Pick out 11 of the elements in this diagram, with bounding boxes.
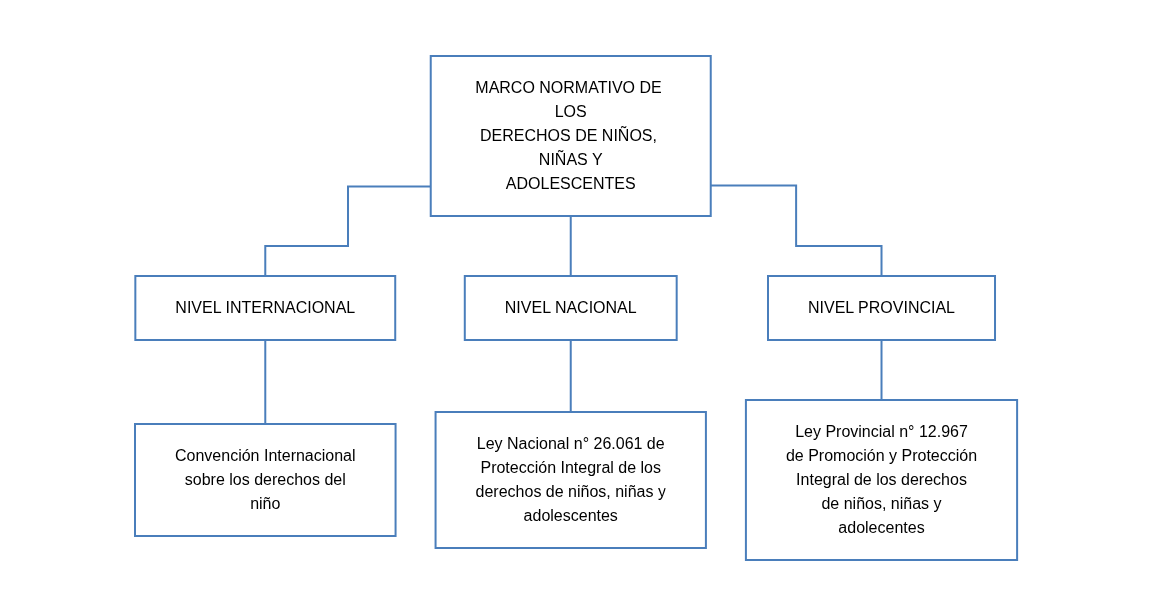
connector — [570, 339, 573, 413]
node-box: Convención Internacional sobre los derechos del niño — [134, 423, 397, 537]
connector — [570, 215, 573, 277]
node-box: NIVEL INTERNACIONAL — [134, 275, 397, 341]
node-box: NIVEL PROVINCIAL — [767, 275, 997, 341]
node-box: Ley Provincial n° 12.967 de Promoción y Protección Integral de los derechos de niños, niñas y adolecentes — [745, 399, 1019, 561]
connector — [264, 339, 267, 425]
connector — [880, 339, 883, 401]
node-box: MARCO NORMATIVO DE LOS DERECHOS DE NIÑOS, NIÑAS Y ADOLESCENTES — [430, 55, 713, 217]
node-box: Ley Nacional n° 26.061 de Protección Integral de los derechos de niños, niñas y adolescentes — [435, 411, 708, 549]
node-box: NIVEL NACIONAL — [464, 275, 679, 341]
